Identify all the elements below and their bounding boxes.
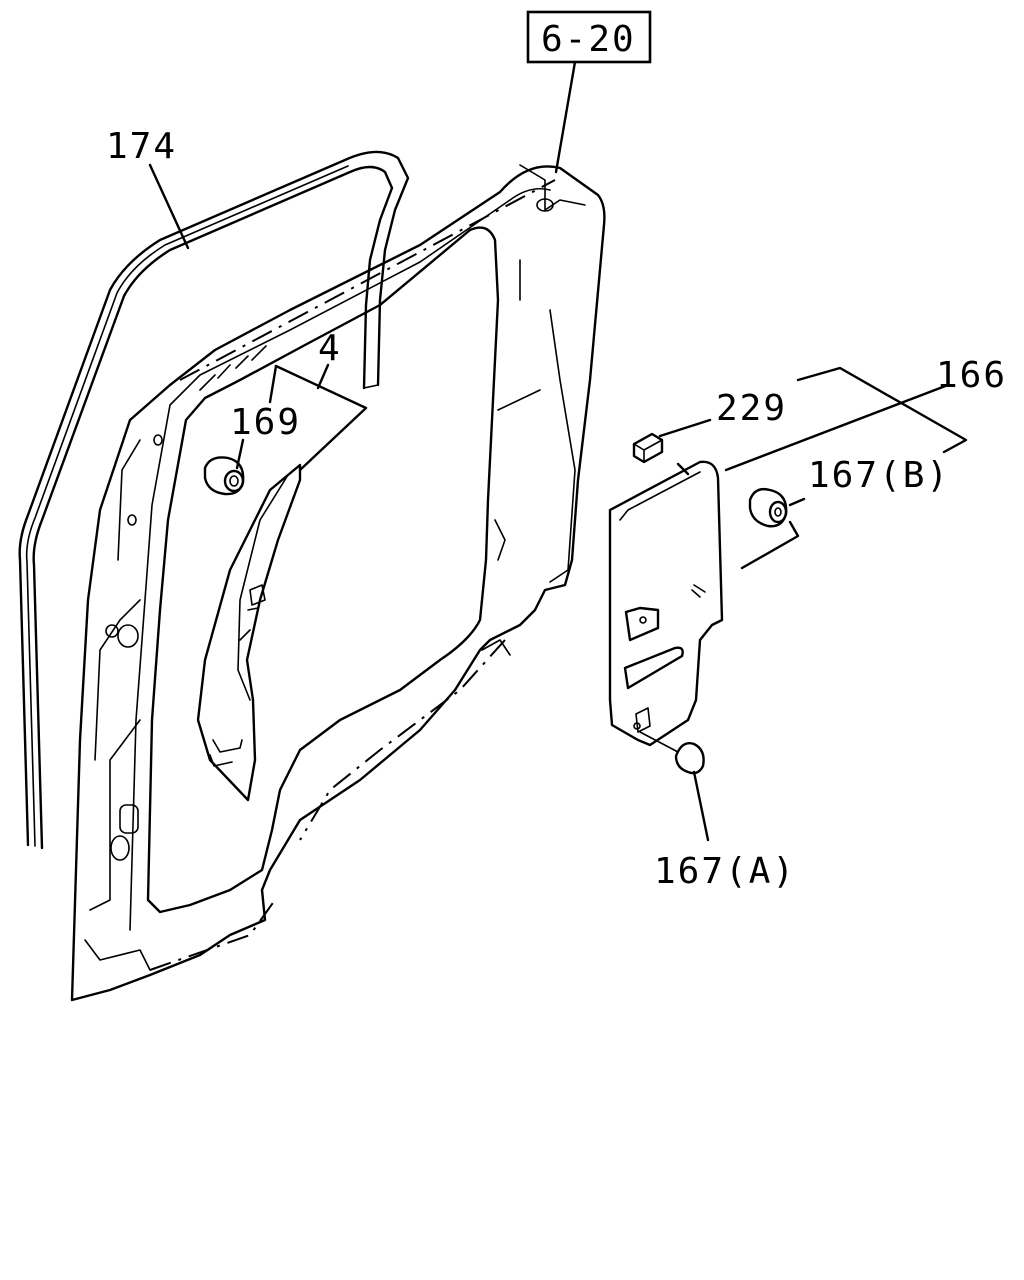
callout-169: 169 (230, 402, 301, 443)
callout-167a: 167(A) (654, 851, 796, 892)
reference-box-frame (526, 10, 652, 64)
reference-box-6-20: 6-20 (526, 10, 652, 64)
weatherstrip-174 (18, 150, 410, 850)
callout-174: 174 (106, 126, 177, 167)
clip-167b (748, 487, 788, 528)
callout-4: 4 (318, 328, 342, 369)
clip-169 (203, 456, 245, 496)
leaders-right (658, 366, 968, 842)
callout-166: 166 (936, 355, 1007, 396)
garnish-4 (196, 463, 302, 802)
leaders-left (148, 60, 577, 472)
callout-229: 229 (716, 388, 787, 429)
trim-panel-166 (608, 460, 724, 747)
callout-167b: 167(B) (808, 455, 950, 496)
door-panel (70, 164, 606, 1002)
clip-167a (639, 731, 705, 775)
block-229 (632, 432, 664, 464)
reference-box-label: 6-20 (541, 19, 636, 60)
